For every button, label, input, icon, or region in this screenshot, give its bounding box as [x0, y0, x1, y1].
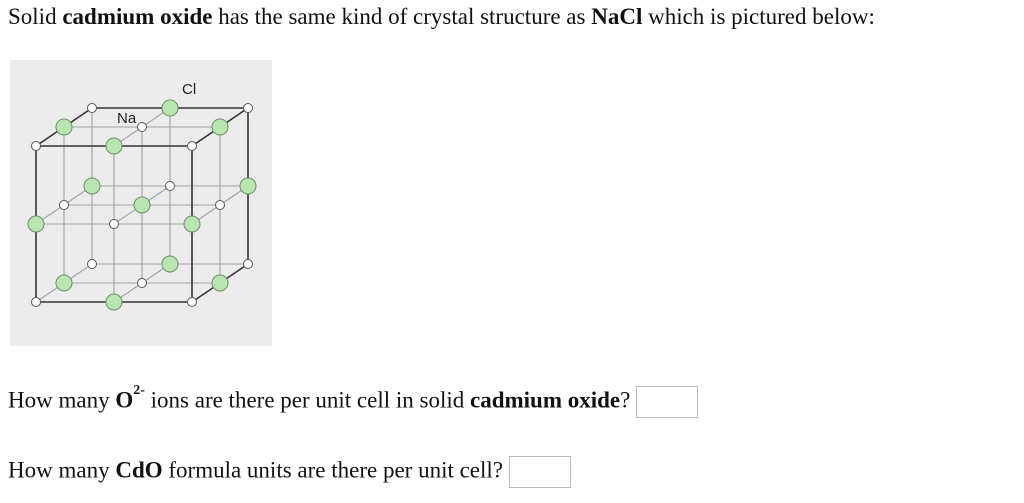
intro-bold-cadmium-oxide: cadmium oxide: [62, 4, 213, 29]
na-ion: [83, 177, 101, 195]
na-label: Na: [117, 110, 137, 127]
intro-bold-nacl: NaCl: [591, 4, 643, 29]
cl-ion: [243, 103, 253, 113]
cl-ion: [87, 103, 97, 113]
cl-ion: [31, 141, 41, 151]
cl-ion: [187, 141, 197, 151]
q1-pre: How many: [8, 387, 116, 413]
q1-answer-input[interactable]: [636, 386, 699, 418]
q1-mid: ions are there per unit cell in solid: [144, 387, 470, 413]
q2-post: formula units are there per unit cell?: [162, 457, 504, 483]
cl-ion: [165, 181, 175, 191]
question-2: How many CdO formula units are there per…: [8, 456, 572, 488]
nacl-lattice-diagram: Na Cl: [27, 81, 257, 311]
q1-ion: O: [115, 387, 134, 413]
intro-mid: has the same kind of crystal structure a…: [212, 4, 592, 29]
lattice-ions: [27, 99, 257, 311]
na-ion: [183, 215, 201, 233]
cl-ion: [31, 297, 41, 307]
cl-ion: [137, 278, 147, 288]
na-ion: [27, 215, 45, 233]
cl-ion: [243, 259, 253, 269]
cl-ion: [87, 259, 97, 269]
na-ion: [55, 274, 73, 292]
intro-pre: Solid: [8, 4, 63, 29]
q2-pre: How many: [8, 457, 116, 483]
nacl-crystal-figure: Na Cl: [10, 60, 272, 346]
na-ion: [133, 196, 151, 214]
na-ion: [105, 137, 123, 155]
q1-post: ?: [620, 387, 631, 413]
na-ion: [55, 118, 73, 136]
na-ion: [211, 118, 229, 136]
q2-bold-cdo: CdO: [115, 457, 163, 483]
cl-ion: [59, 200, 69, 210]
cl-ion: [187, 297, 197, 307]
q1-ion-charge: 2-: [133, 383, 145, 398]
intro-post: which is pictured below:: [642, 4, 875, 29]
question-1: How many O2- ions are there per unit cel…: [8, 383, 699, 418]
na-ion: [239, 177, 257, 195]
na-ion: [161, 255, 179, 273]
cl-ion: [215, 200, 225, 210]
na-ion: [161, 99, 179, 117]
cl-ion: [109, 219, 119, 229]
cl-label: Cl: [182, 81, 196, 98]
q2-answer-input[interactable]: [509, 456, 572, 488]
q1-bold-cadmium-oxide: cadmium oxide: [470, 387, 621, 413]
na-ion: [105, 293, 123, 311]
cl-ion: [137, 122, 147, 132]
na-ion: [211, 274, 229, 292]
intro-text: Solid cadmium oxide has the same kind of…: [8, 4, 875, 30]
